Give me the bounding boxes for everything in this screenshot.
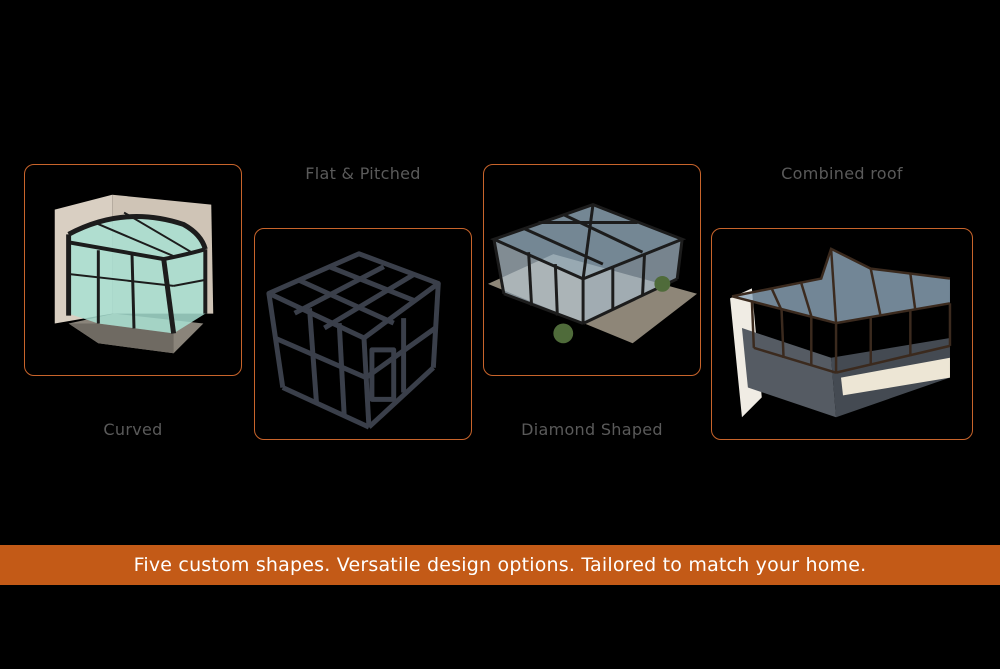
- diamond-sunroom-card[interactable]: [483, 164, 701, 376]
- curved-label: Curved: [103, 420, 163, 439]
- combined-roof-label: Combined roof: [781, 164, 903, 183]
- flat-pitched-sunroom-image: [266, 251, 441, 430]
- diamond-shaped-label: Diamond Shaped: [521, 420, 663, 439]
- diamond-sunroom-image: [487, 203, 697, 344]
- tagline-text: Five custom shapes. Versatile design opt…: [133, 554, 867, 576]
- flat-pitched-sunroom-card[interactable]: [254, 228, 472, 440]
- combined-roof-sunroom-image: [730, 247, 952, 418]
- flat-pitched-label: Flat & Pitched: [305, 164, 421, 183]
- curved-sunroom-image: [54, 194, 214, 354]
- curved-sunroom-card[interactable]: [24, 164, 242, 376]
- tagline-banner: Five custom shapes. Versatile design opt…: [0, 545, 1000, 585]
- combined-roof-sunroom-card[interactable]: [711, 228, 973, 440]
